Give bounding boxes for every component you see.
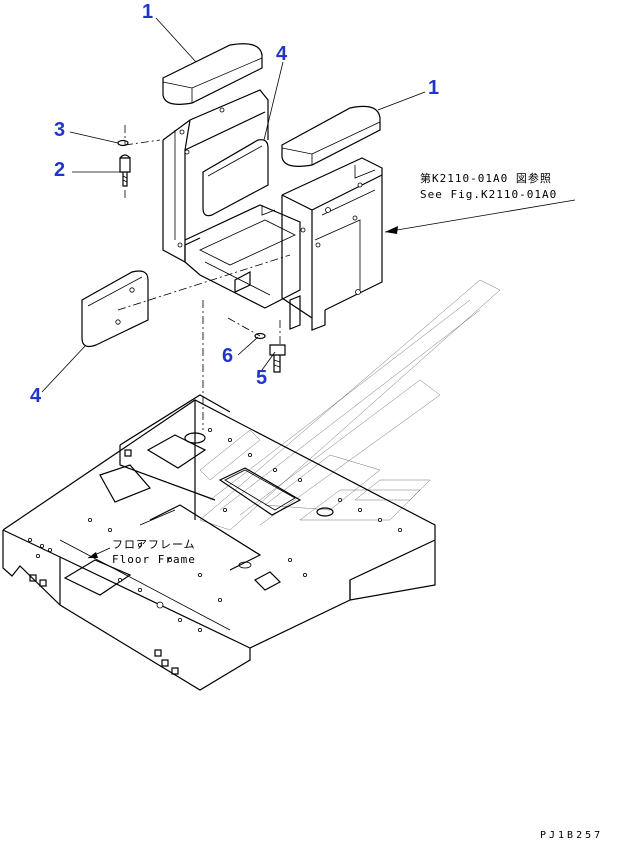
bolt-and-washer-right [254, 332, 286, 373]
side-pad-upper [202, 139, 269, 217]
console-tray [184, 204, 301, 309]
callout-4-upper: 4 [276, 43, 288, 65]
center-lines [117, 125, 291, 430]
watermark-logo [199, 279, 501, 531]
floor-frame [2, 394, 436, 691]
reference-note-en: See Fig.K2110-01A0 [420, 188, 558, 201]
floor-frame-leader [87, 547, 111, 559]
leader-lines [41, 17, 426, 393]
frame-side-bolts [29, 449, 179, 675]
callout-6: 6 [222, 345, 234, 367]
armrest-cushion-left [162, 43, 263, 105]
floor-frame-label-en: Floor Frame [112, 553, 196, 566]
floor-frame-label-jp: フロアフレーム [112, 538, 196, 551]
reference-note-jp: 第K2110-01A0 図参照 [420, 172, 552, 185]
callout-5: 5 [256, 367, 268, 389]
drawing-code: PJ1B257 [540, 830, 604, 841]
callout-1-right: 1 [428, 77, 440, 99]
armrest-cushion-right [281, 105, 381, 167]
bolt-and-washer-left [117, 139, 131, 187]
callout-2: 2 [54, 159, 66, 181]
frame-holes [27, 427, 402, 633]
callout-4-lower: 4 [30, 385, 42, 407]
reference-arrow [384, 199, 576, 234]
console-bracket-left [162, 89, 269, 264]
callout-1-left: 1 [142, 1, 154, 23]
console-bracket-right [281, 157, 383, 331]
side-pad-lower [81, 270, 149, 348]
callout-3: 3 [54, 119, 66, 141]
